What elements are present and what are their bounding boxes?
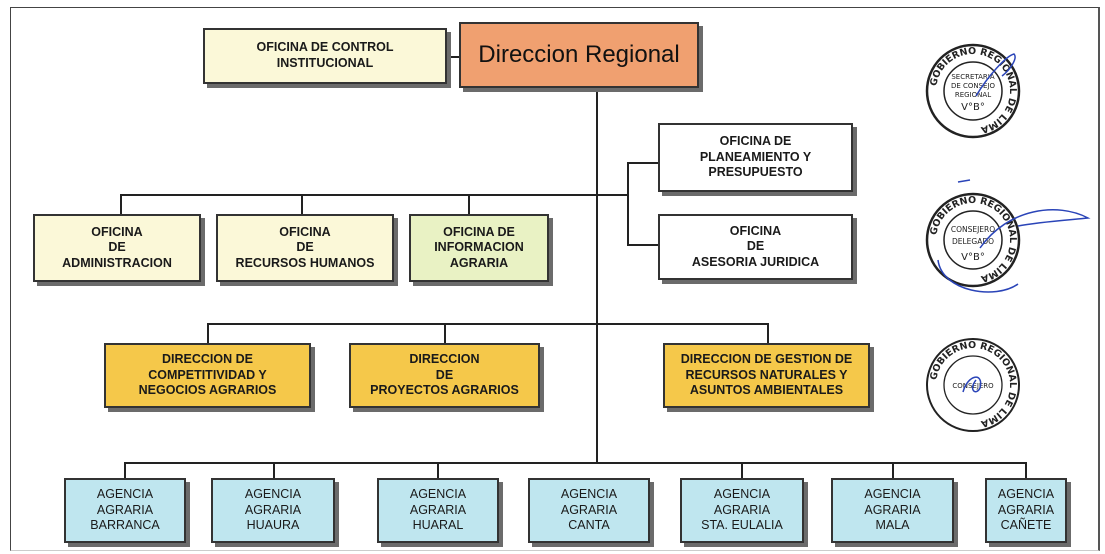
svg-text:SECRETARIA: SECRETARIA bbox=[951, 73, 994, 81]
connector-line bbox=[627, 162, 658, 164]
connector-line bbox=[120, 194, 122, 214]
connector-line bbox=[892, 462, 894, 478]
agencia-mala-box: AGENCIA AGRARIA MALA bbox=[831, 478, 954, 543]
chart-frame bbox=[10, 7, 1100, 551]
agencia-huaral-box: AGENCIA AGRARIA HUARAL bbox=[377, 478, 499, 543]
direccion-regional-box: Direccion Regional bbox=[459, 22, 699, 88]
connector-line bbox=[273, 462, 275, 478]
connector-line bbox=[444, 323, 446, 343]
oficina-planeamiento-box: OFICINA DE PLANEAMIENTO Y PRESUPUESTO bbox=[658, 123, 853, 192]
connector-line bbox=[627, 244, 658, 246]
agencia-huaura-box: AGENCIA AGRARIA HUAURA bbox=[211, 478, 335, 543]
oficina-control-box: OFICINA DE CONTROL INSTITUCIONAL bbox=[203, 28, 447, 84]
oficina-rrhh-box: OFICINA DE RECURSOS HUMANOS bbox=[216, 214, 394, 282]
direccion-proyectos-box: DIRECCION DE PROYECTOS AGRARIOS bbox=[349, 343, 540, 408]
connector-line bbox=[741, 462, 743, 478]
connector-line bbox=[447, 56, 459, 58]
direccion-gestion-box: DIRECCION DE GESTION DE RECURSOS NATURAL… bbox=[663, 343, 870, 408]
svg-text:V°B°: V°B° bbox=[961, 252, 985, 263]
connector-line bbox=[207, 323, 769, 325]
connector-line bbox=[124, 462, 1027, 464]
connector-line bbox=[627, 162, 629, 246]
oficina-administracion-box: OFICINA DE ADMINISTRACION bbox=[33, 214, 201, 282]
connector-line bbox=[120, 194, 629, 196]
svg-text:REGIONAL: REGIONAL bbox=[955, 91, 991, 99]
connector-line bbox=[767, 323, 769, 343]
agencia-canete-box: AGENCIA AGRARIA CAÑETE bbox=[985, 478, 1067, 543]
oficina-informacion-box: OFICINA DE INFORMACION AGRARIA bbox=[409, 214, 549, 282]
svg-text:CONSEJERO: CONSEJERO bbox=[951, 225, 995, 234]
connector-line bbox=[124, 462, 126, 478]
connector-line bbox=[468, 194, 470, 214]
connector-line bbox=[596, 89, 598, 464]
svg-text:V°B°: V°B° bbox=[961, 102, 985, 113]
svg-text:DE CONSEJO: DE CONSEJO bbox=[951, 82, 996, 90]
seal-stamp-1: GOBIERNO REGIONAL DE LIMA SECRETARIA DE … bbox=[925, 43, 1021, 139]
connector-line bbox=[207, 323, 209, 343]
agencia-canta-box: AGENCIA AGRARIA CANTA bbox=[528, 478, 650, 543]
agencia-sta-eulalia-box: AGENCIA AGRARIA STA. EULALIA bbox=[680, 478, 804, 543]
direccion-competitividad-box: DIRECCION DE COMPETITIVIDAD Y NEGOCIOS A… bbox=[104, 343, 311, 408]
connector-line bbox=[437, 462, 439, 478]
seal-stamp-2: GOBIERNO REGIONAL DE LIMA CONSEJERO DELE… bbox=[925, 179, 1091, 293]
svg-text:DELEGADO: DELEGADO bbox=[952, 237, 994, 246]
seal-stamp-3: GOBIERNO REGIONAL DE LIMA CONSEJERO bbox=[926, 338, 1020, 432]
connector-line bbox=[301, 194, 303, 214]
oficina-asesoria-box: OFICINA DE ASESORIA JURIDICA bbox=[658, 214, 853, 280]
agencia-barranca-box: AGENCIA AGRARIA BARRANCA bbox=[64, 478, 186, 543]
connector-line bbox=[1025, 462, 1027, 478]
